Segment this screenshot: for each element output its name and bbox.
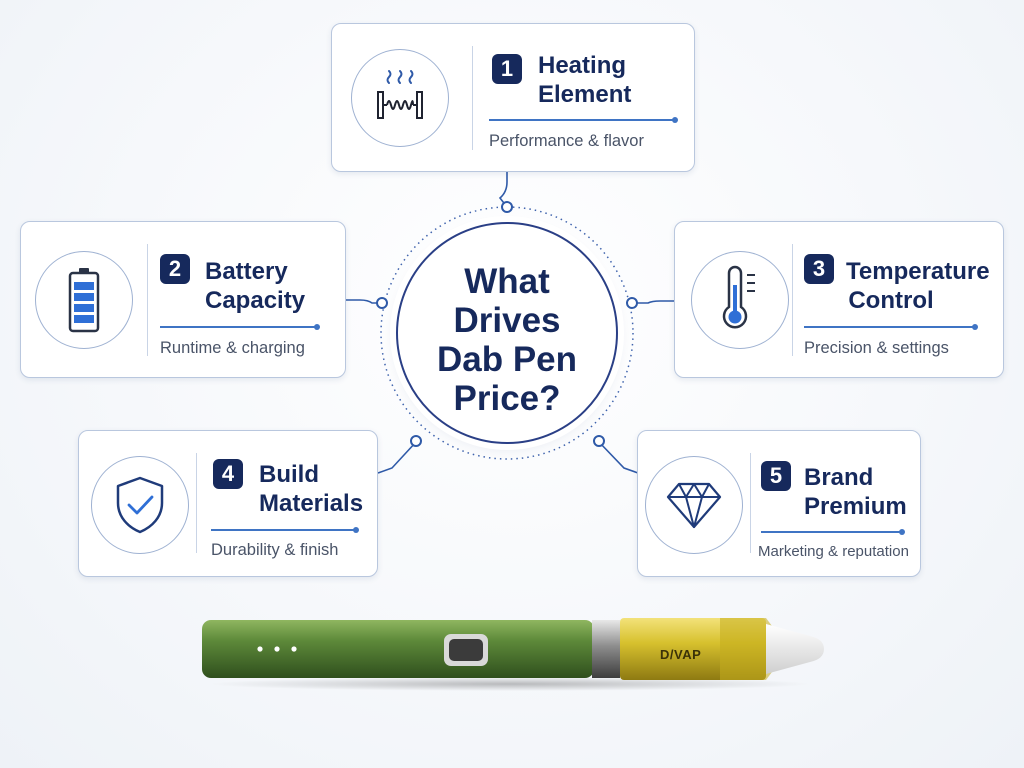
factor-underline bbox=[489, 117, 678, 123]
card-divider bbox=[147, 244, 148, 356]
factor-subtitle: Marketing & reputation bbox=[758, 543, 909, 560]
shield-check-icon bbox=[91, 456, 189, 554]
pen-mouthpiece bbox=[766, 624, 824, 674]
card-divider bbox=[196, 453, 197, 553]
factor-number-badge: 4 bbox=[213, 459, 243, 489]
factor-card-heating-element: 1 Heating Element Performance & flavor bbox=[331, 23, 695, 172]
factor-title: Battery Capacity bbox=[205, 257, 305, 315]
card-divider bbox=[792, 244, 793, 356]
pen-connector-ring bbox=[592, 620, 620, 678]
dab-pen-illustration bbox=[202, 618, 824, 691]
factor-card-build-materials: 4 Build Materials Durability & finish bbox=[78, 430, 378, 577]
diamond-icon bbox=[645, 456, 743, 554]
pen-shadow bbox=[210, 677, 810, 691]
factor-subtitle: Runtime & charging bbox=[160, 339, 305, 357]
factor-underline bbox=[211, 527, 359, 533]
factor-title-line-1: Temperature bbox=[846, 258, 990, 285]
factor-number-badge: 3 bbox=[804, 254, 834, 284]
factor-title-line-2: Element bbox=[538, 81, 632, 108]
hub-line-2: Drives bbox=[453, 301, 561, 340]
battery-icon bbox=[35, 251, 133, 349]
factor-title-line-1: Heating bbox=[538, 52, 627, 79]
factor-underline bbox=[761, 529, 905, 535]
factor-title-line-1: Build bbox=[259, 461, 319, 488]
factor-title-line-2: Premium bbox=[804, 493, 907, 520]
pen-brand-label: D/VAP bbox=[660, 647, 702, 662]
factor-subtitle: Precision & settings bbox=[804, 339, 949, 357]
led-dot bbox=[291, 646, 297, 652]
factor-number-badge: 2 bbox=[160, 254, 190, 284]
factor-title-line-2: Materials bbox=[259, 490, 364, 517]
hub-line-1: What bbox=[464, 262, 550, 301]
card-divider bbox=[472, 46, 473, 150]
hub-question: What Drives Dab Pen Price? bbox=[396, 262, 618, 418]
factor-title-line-2: Control bbox=[848, 287, 934, 314]
pen-battery-body bbox=[202, 620, 594, 678]
factor-title: Build Materials bbox=[259, 460, 363, 518]
factor-number-badge: 5 bbox=[761, 461, 791, 491]
thermometer-icon bbox=[691, 251, 789, 349]
heating-coil-icon bbox=[351, 49, 449, 147]
factor-title: Brand Premium bbox=[804, 463, 907, 521]
factor-title-line-2: Capacity bbox=[205, 287, 306, 314]
factor-card-battery-capacity: 2 Battery Capacity Runtime & charging bbox=[20, 221, 346, 378]
factor-underline bbox=[160, 324, 320, 330]
hub-line-4: Price? bbox=[453, 379, 561, 418]
led-dot bbox=[274, 646, 280, 652]
card-divider bbox=[750, 453, 751, 553]
factor-title: Temperature Control bbox=[846, 257, 990, 315]
factor-title-line-1: Battery bbox=[205, 258, 288, 285]
factor-title-line-1: Brand bbox=[804, 464, 874, 491]
factor-subtitle: Durability & finish bbox=[211, 541, 339, 559]
factor-card-temperature-control: 3 Temperature Control Precision & settin… bbox=[674, 221, 1004, 378]
hub-circle bbox=[396, 222, 618, 444]
led-dot bbox=[257, 646, 263, 652]
factor-subtitle: Performance & flavor bbox=[489, 132, 644, 150]
factor-underline bbox=[804, 324, 978, 330]
hub-line-3: Dab Pen bbox=[436, 340, 578, 379]
factor-number-badge: 1 bbox=[492, 54, 522, 84]
factor-title: Heating Element bbox=[538, 51, 631, 109]
factor-card-brand-premium: 5 Brand Premium Marketing & reputation bbox=[637, 430, 921, 577]
